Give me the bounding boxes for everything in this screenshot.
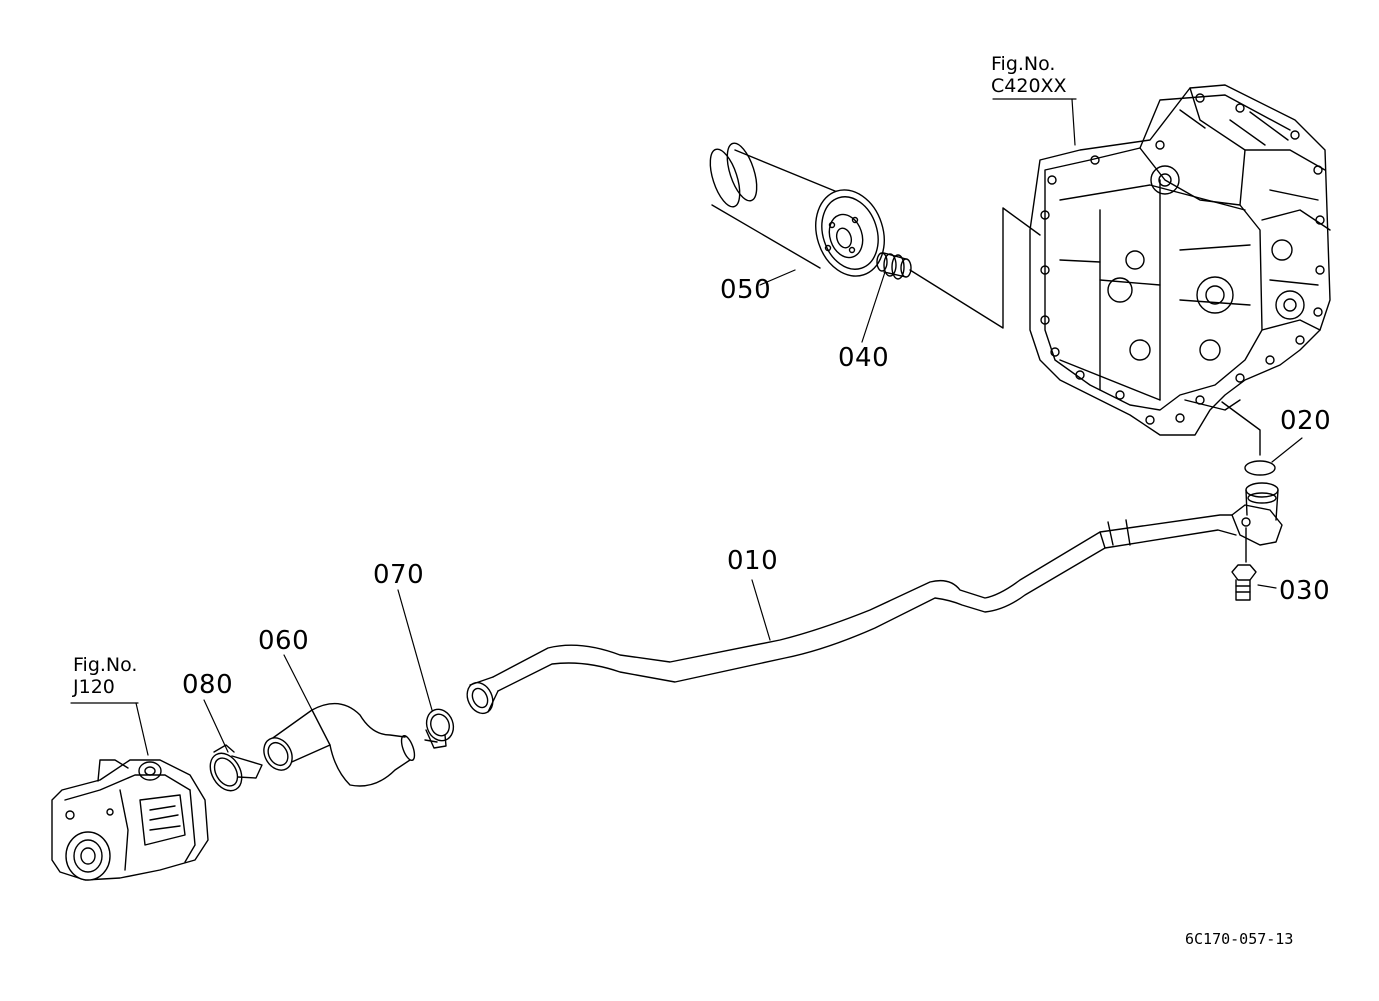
hydraulic-pump <box>52 760 208 880</box>
transmission-housing <box>1030 85 1330 435</box>
clamp-070 <box>422 706 457 748</box>
o-ring-020 <box>1245 461 1275 475</box>
part-label-080[interactable]: 080 <box>182 670 234 700</box>
bolt-030 <box>1232 528 1256 600</box>
part-label-040[interactable]: 040 <box>838 343 890 373</box>
hose-060 <box>258 704 417 786</box>
pipe-010 <box>462 515 1240 718</box>
leader-lines <box>71 99 1302 755</box>
reference-line-020 <box>1222 402 1260 455</box>
part-label-020[interactable]: 020 <box>1280 406 1332 436</box>
reference-code-upper[interactable]: C420XX <box>991 74 1067 97</box>
part-label-050[interactable]: 050 <box>720 275 772 305</box>
reference-line-040 <box>910 208 1040 328</box>
clamp-080 <box>204 745 262 796</box>
part-label-030[interactable]: 030 <box>1279 576 1331 606</box>
fitting-040 <box>877 253 911 279</box>
reference-code-lower[interactable]: J120 <box>73 675 115 698</box>
reference-figure-lower: Fig.No. J120 <box>73 654 138 699</box>
oil-filter-050 <box>704 140 895 285</box>
reference-caption-lower: Fig.No. <box>73 654 138 676</box>
document-id: 6C170-057-13 <box>1185 930 1294 948</box>
reference-figure-upper: Fig.No. C420XX <box>991 53 1067 98</box>
part-label-060[interactable]: 060 <box>258 626 310 656</box>
reference-caption-upper: Fig.No. <box>991 53 1056 75</box>
flange-connector <box>1232 483 1282 545</box>
part-label-010[interactable]: 010 <box>727 546 779 576</box>
part-label-070[interactable]: 070 <box>373 560 425 590</box>
